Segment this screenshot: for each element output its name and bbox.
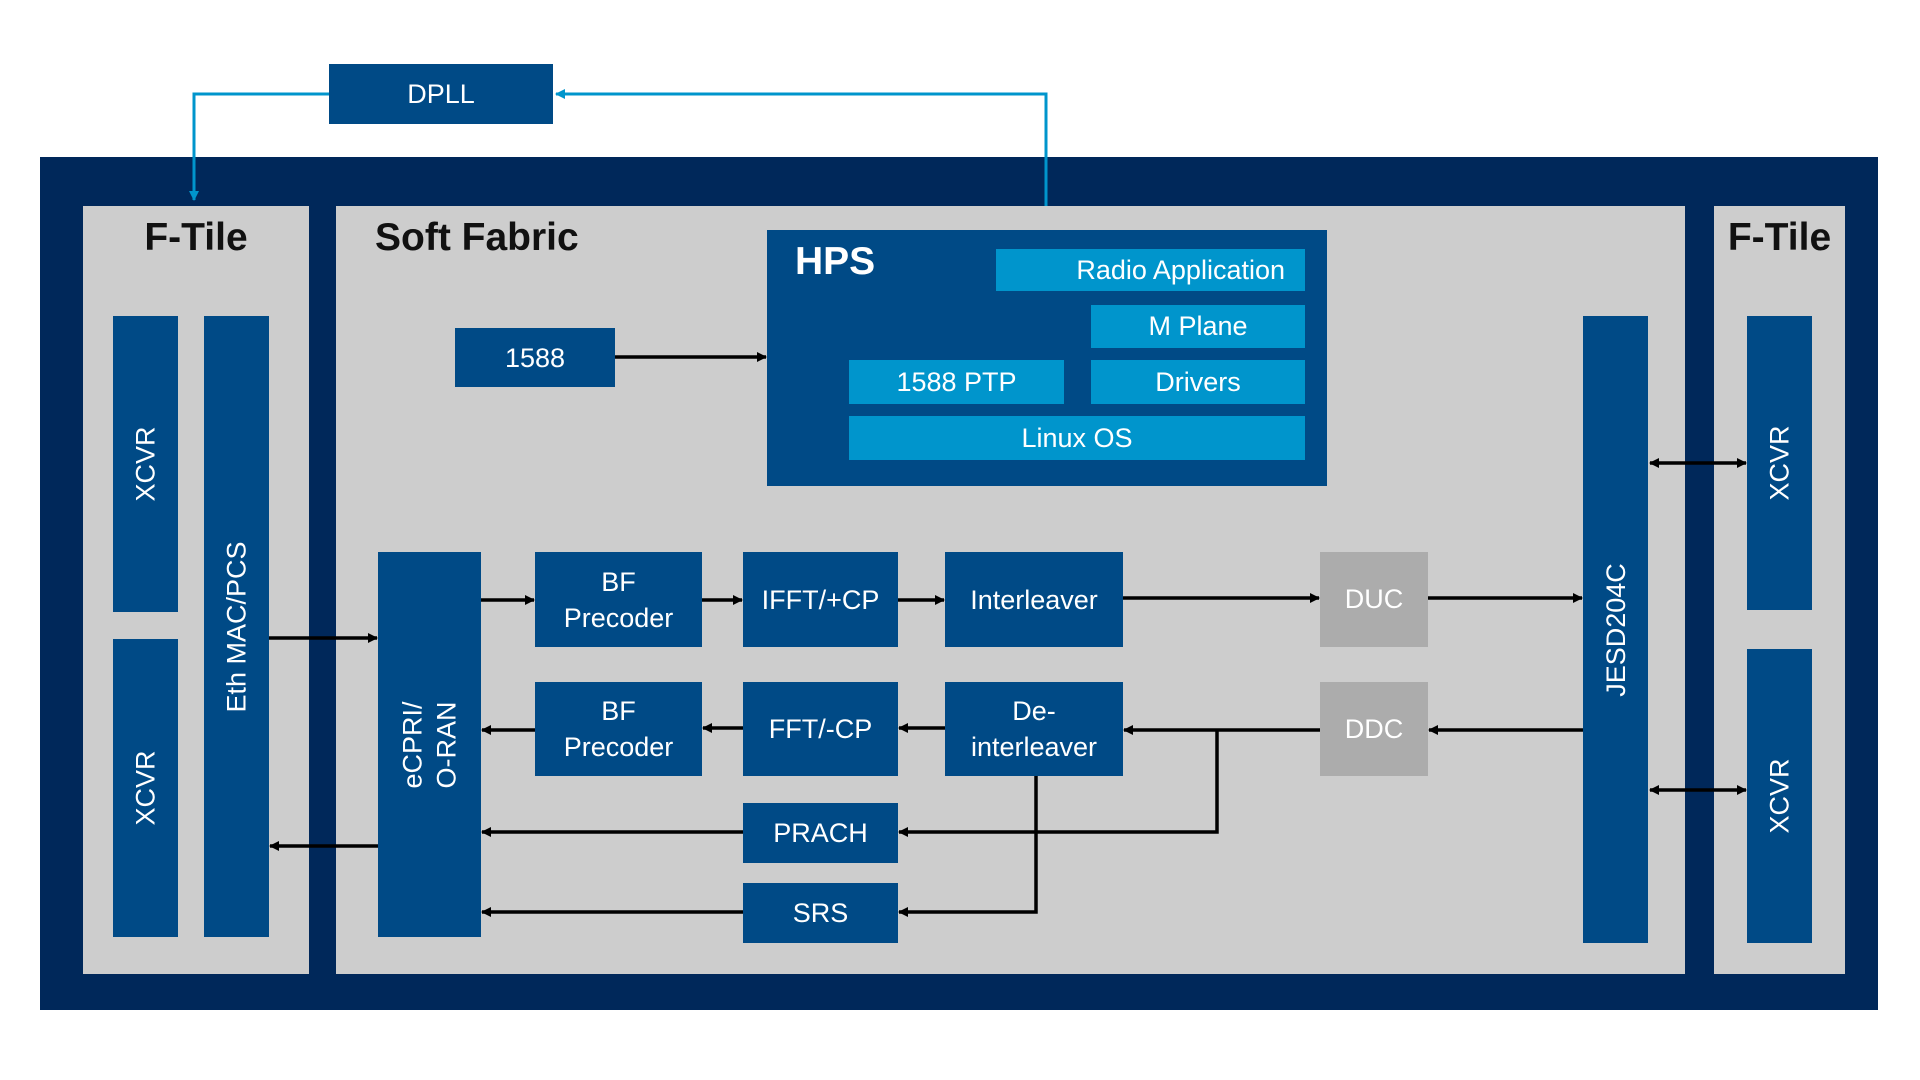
right-xcvr-top[interactable]: XCVR (1747, 316, 1812, 610)
radio-application-block[interactable]: Radio Application (996, 249, 1305, 291)
hps-title: HPS (795, 240, 876, 283)
ptp-1588-block[interactable]: 1588 (455, 328, 615, 387)
ifft-cp-block[interactable]: IFFT/+CP (743, 552, 898, 647)
left-xcvr-bottom[interactable]: XCVR (113, 639, 178, 937)
drivers-label: Drivers (1155, 366, 1241, 397)
prach-label: PRACH (773, 818, 868, 848)
eth-mac-pcs-block[interactable]: Eth MAC/PCS (204, 316, 269, 937)
bf-precoder-tx-line1: BF (601, 566, 636, 597)
bf-precoder-rx-line2: Precoder (563, 732, 674, 762)
deinterleaver-line1: De- (1012, 696, 1056, 726)
prach-block[interactable]: PRACH (743, 803, 898, 863)
duc-block[interactable]: DUC (1320, 552, 1428, 647)
jesd204c-label: JESD204C (1600, 562, 1631, 697)
ifft-cp-label: IFFT/+CP (761, 584, 880, 615)
right-xcvr-bottom-label: XCVR (1764, 758, 1795, 834)
left-xcvr-bottom-label: XCVR (130, 750, 161, 826)
dpll-block[interactable]: DPLL (329, 64, 553, 124)
ecpri-oran-block[interactable]: eCPRI/O-RAN (378, 552, 481, 937)
dpll-label: DPLL (407, 79, 475, 109)
linux-os-label: Linux OS (1021, 422, 1133, 453)
duc-label: DUC (1344, 584, 1404, 614)
bf-precoder-rx-block[interactable]: BF Precoder (535, 682, 702, 776)
jesd204c-block[interactable]: JESD204C (1583, 316, 1648, 943)
ecpri-label-line1: eCPRI/ (397, 700, 428, 789)
bf-precoder-rx-line1: BF (601, 696, 636, 726)
ddc-label: DDC (1344, 713, 1404, 744)
m-plane-label: M Plane (1148, 311, 1248, 341)
eth-mac-pcs-label: Eth MAC/PCS (221, 540, 252, 713)
radio-application-label: Radio Application (1076, 254, 1285, 285)
drivers-block[interactable]: Drivers (1091, 360, 1305, 404)
m-plane-block[interactable]: M Plane (1091, 305, 1305, 348)
left-xcvr-top-label: XCVR (130, 426, 161, 502)
interleaver-label: Interleaver (970, 584, 1098, 615)
left-f-tile-title: F-Tile (144, 216, 248, 259)
fft-cp-label: FFT/-CP (768, 714, 873, 744)
ecpri-label-line2: O-RAN (431, 701, 462, 788)
ptp-1588-sw-block[interactable]: 1588 PTP (849, 360, 1064, 404)
bf-precoder-tx-line2: Precoder (563, 602, 674, 633)
linux-os-block[interactable]: Linux OS (849, 416, 1305, 460)
bf-precoder-tx-block[interactable]: BF Precoder (535, 552, 702, 647)
ptp-1588-label: 1588 (504, 342, 566, 373)
left-xcvr-top[interactable]: XCVR (113, 316, 178, 612)
right-xcvr-top-label: XCVR (1764, 425, 1795, 501)
ptp-1588-sw-label: 1588 PTP (896, 366, 1017, 397)
srs-block[interactable]: SRS (743, 883, 898, 943)
interleaver-block[interactable]: Interleaver (945, 552, 1123, 647)
right-xcvr-bottom[interactable]: XCVR (1747, 649, 1812, 943)
ddc-block[interactable]: DDC (1320, 682, 1428, 776)
srs-label: SRS (792, 898, 849, 928)
deinterleaver-block[interactable]: De-interleaver (945, 682, 1123, 776)
ecpri-oran-label: eCPRI/O-RAN (396, 701, 464, 788)
right-f-tile-title: F-Tile (1727, 216, 1832, 259)
fft-cp-block[interactable]: FFT/-CP (743, 682, 898, 776)
soft-fabric-title: Soft Fabric (375, 216, 579, 259)
deinterleaver-line2: interleaver (970, 732, 1098, 762)
